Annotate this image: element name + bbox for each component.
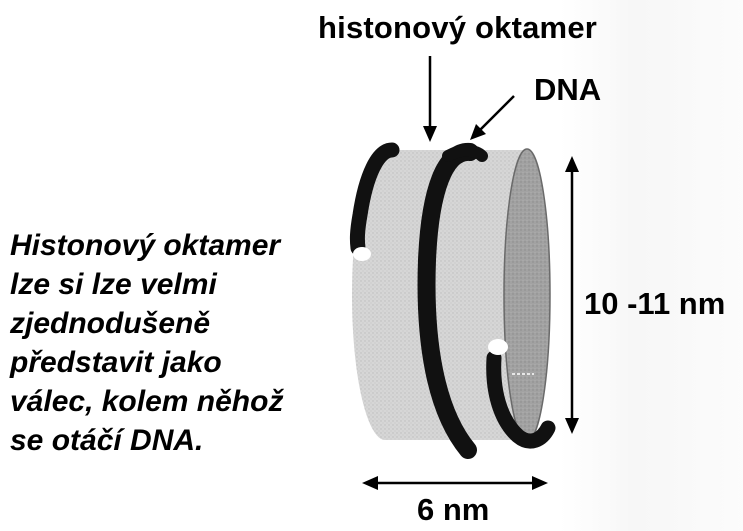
arrow-histone-octamer [423, 56, 437, 142]
caption-line: lze si lze velmi [10, 265, 350, 304]
caption-line: válec, kolem něhož [10, 382, 350, 421]
height-dimension-arrow [565, 156, 579, 434]
caption: Histonový oktamer lze si lze velmi zjedn… [10, 226, 350, 460]
dna-gap-right [488, 339, 508, 355]
width-label: 6 nm [417, 492, 489, 528]
histone-octamer-label: histonový oktamer [318, 10, 597, 46]
caption-line: Histonový oktamer [10, 226, 350, 265]
caption-line: představit jako [10, 343, 350, 382]
width-dimension-arrow [362, 476, 548, 490]
dna-gap-left [353, 247, 371, 261]
arrow-dna [470, 96, 514, 140]
histone-cylinder-face [504, 149, 550, 441]
height-label: 10 -11 nm [584, 286, 725, 322]
caption-line: zjednodušeně [10, 304, 350, 343]
dna-label: DNA [534, 72, 601, 108]
dna-band-middle-top [448, 151, 482, 156]
caption-line: se otáčí DNA. [10, 421, 350, 460]
